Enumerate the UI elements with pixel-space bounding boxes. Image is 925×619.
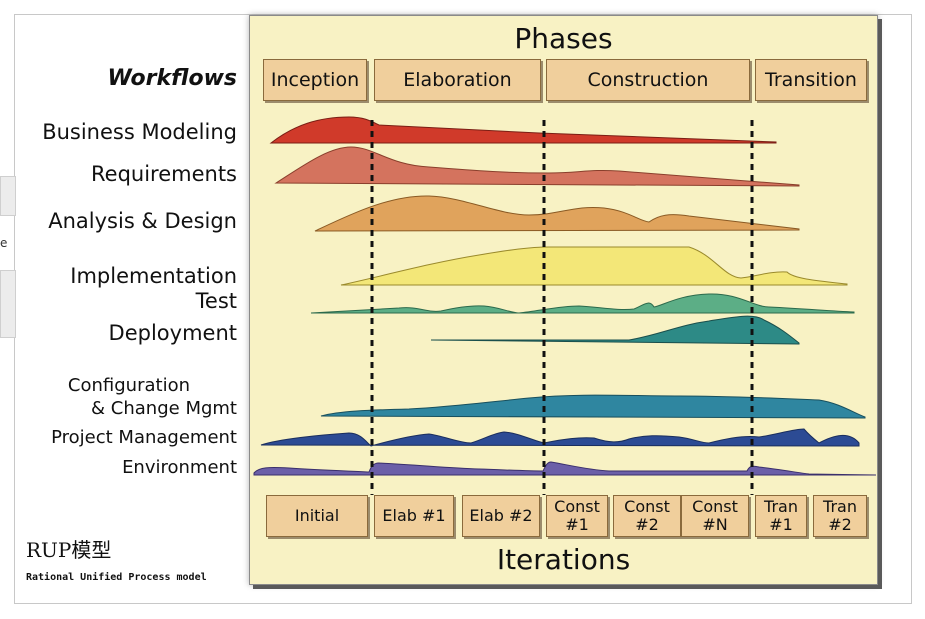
curve-project-management xyxy=(260,428,860,447)
workflow-curves xyxy=(253,116,876,495)
workflow-change-mgmt: & Change Mgmt xyxy=(91,398,237,419)
curve-business-modeling xyxy=(269,116,777,144)
workflow-environment: Environment xyxy=(122,457,237,478)
curve-implementation xyxy=(340,246,848,286)
iteration-elab-1: Elab #1 xyxy=(374,495,454,537)
background-tab xyxy=(0,176,16,216)
curve-requirements xyxy=(274,146,800,187)
iteration-tran-1: Tran #1 xyxy=(755,495,807,537)
workflow-analysis-design: Analysis & Design xyxy=(48,209,237,233)
iteration-const-1: Const #1 xyxy=(546,495,608,537)
phase-elaboration: Elaboration xyxy=(374,59,541,101)
phase-inception: Inception xyxy=(263,59,367,101)
workflows-heading: Workflows xyxy=(107,66,237,91)
curve-config-change xyxy=(320,394,866,419)
iteration-const-n: Const #N xyxy=(681,495,749,537)
curve-environment xyxy=(253,461,876,476)
caption-subtitle: Rational Unified Process model xyxy=(26,572,207,583)
curve-deployment xyxy=(430,315,800,345)
background-tab xyxy=(0,270,16,338)
curve-test xyxy=(310,293,855,314)
workflow-test: Test xyxy=(195,289,237,313)
caption-title: RUP模型 xyxy=(26,538,112,562)
workflow-requirements: Requirements xyxy=(91,162,237,186)
phase-construction: Construction xyxy=(546,59,750,101)
iterations-title: Iterations xyxy=(496,543,631,576)
side-fragment-text: e xyxy=(0,236,8,250)
workflow-configuration: Configuration xyxy=(67,375,190,396)
iteration-initial: Initial xyxy=(266,495,368,537)
workflow-business-modeling: Business Modeling xyxy=(42,120,237,144)
iteration-elab-2: Elab #2 xyxy=(462,495,540,537)
curve-analysis-design xyxy=(314,195,800,232)
phases-title: Phases xyxy=(514,22,613,55)
iteration-const-2: Const #2 xyxy=(613,495,681,537)
workflow-deployment: Deployment xyxy=(108,321,237,345)
phase-transition: Transition xyxy=(755,59,867,101)
workflow-implementation: Implementation xyxy=(70,264,237,288)
iteration-tran-2: Tran #2 xyxy=(813,495,867,537)
workflow-project-management: Project Management xyxy=(51,427,237,448)
rup-diagram-panel: Phases Inception Elaboration Constructio… xyxy=(249,15,878,585)
